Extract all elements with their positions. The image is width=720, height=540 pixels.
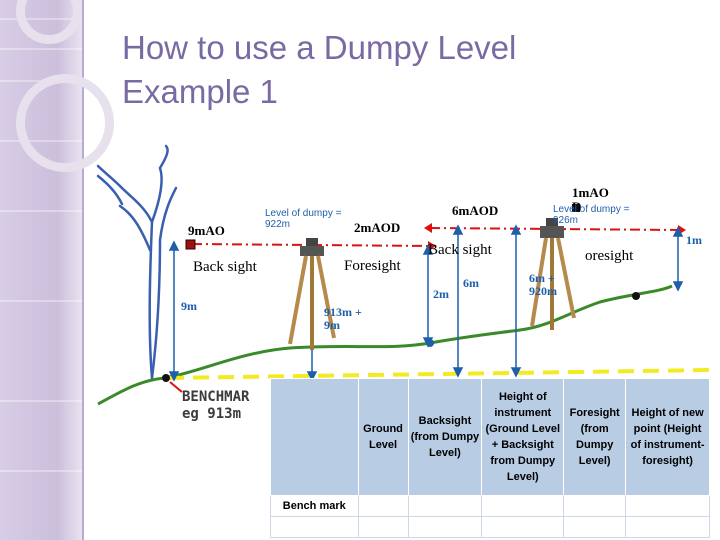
table-cell <box>357 495 409 517</box>
height-1m-label: 1m <box>686 233 702 247</box>
table-cell: Bench mark <box>270 495 359 517</box>
table-cell <box>563 495 627 517</box>
benchmark-point <box>162 374 170 382</box>
decorative-ring-top <box>16 0 82 44</box>
decorative-ring-middle <box>16 74 114 172</box>
table-header-height-of-new-point: Height of new point (Height of instrumen… <box>625 378 710 496</box>
foresight-right-label: oresight <box>585 248 634 264</box>
tree-icon <box>96 144 178 380</box>
benchmark-pointer <box>169 381 183 393</box>
table-header-ground-level: Ground Level <box>357 378 409 496</box>
table-cell <box>357 516 409 538</box>
table-header-backsight: Backsight (from Dumpy Level) <box>407 378 483 496</box>
table-header-row: Ground Level Backsight (from Dumpy Level… <box>270 378 710 496</box>
height-6m-920m-label: 6m + 920m <box>529 271 557 299</box>
title-line-1: How to use a Dumpy Level <box>122 29 517 66</box>
marker-left <box>185 239 196 250</box>
level-of-dumpy-1: Level of dumpy = 922m <box>265 208 342 230</box>
foresight-left-label: Foresight <box>344 258 401 274</box>
marker-far <box>572 204 580 212</box>
table-cell <box>270 516 359 538</box>
benchmark-label: BENCHMAR <box>182 389 250 405</box>
table-header-foresight: Foresight (from Dumpy Level) <box>563 378 627 496</box>
table-cell <box>407 516 483 538</box>
table-row: Bench mark <box>270 495 710 517</box>
band-edge-line <box>82 0 84 540</box>
title-line-2: Example 1 <box>122 73 278 110</box>
table-cell <box>563 516 627 538</box>
table-cell <box>625 516 710 538</box>
far-level-label: 1mAO D <box>572 185 609 215</box>
dumpy-level-tripod-icon-2 <box>530 218 576 330</box>
datum-dashed-line <box>167 368 711 380</box>
back-sight-left-label: Back sight <box>193 259 257 275</box>
table-cell <box>407 495 483 517</box>
table-cell <box>625 495 710 517</box>
level-of-dumpy-2: Level of dumpy = 926m <box>553 204 630 226</box>
table-cell <box>481 495 565 517</box>
height-9m-label: 9m <box>181 299 197 313</box>
benchmark-value: eg 913m <box>182 406 242 422</box>
table-header-height-of-instrument: Height of instrument (Ground Level + Bac… <box>481 378 565 496</box>
height-6m-label: 6m <box>463 276 479 290</box>
table-row <box>270 516 710 538</box>
slide-title: How to use a Dumpy Level Example 1 <box>122 26 516 114</box>
table-cell <box>481 516 565 538</box>
table-header-cell <box>270 378 359 496</box>
dumpy-level-tripod-icon-1 <box>288 238 336 350</box>
height-2m-label: 2m <box>433 287 449 301</box>
left-level-label: 9mAO <box>188 223 225 238</box>
middle-level-label: 2mAOD <box>354 220 401 235</box>
ground-point-1 <box>426 339 434 347</box>
ground-point-2 <box>632 292 640 300</box>
top-level-label: 6mAOD <box>452 203 499 218</box>
arrowhead-left-2 <box>424 223 432 233</box>
levelling-table: Ground Level Backsight (from Dumpy Level… <box>270 378 710 538</box>
height-913m-label: 913m + 9m <box>324 305 362 333</box>
back-sight-right-label: Back sight <box>428 242 492 258</box>
